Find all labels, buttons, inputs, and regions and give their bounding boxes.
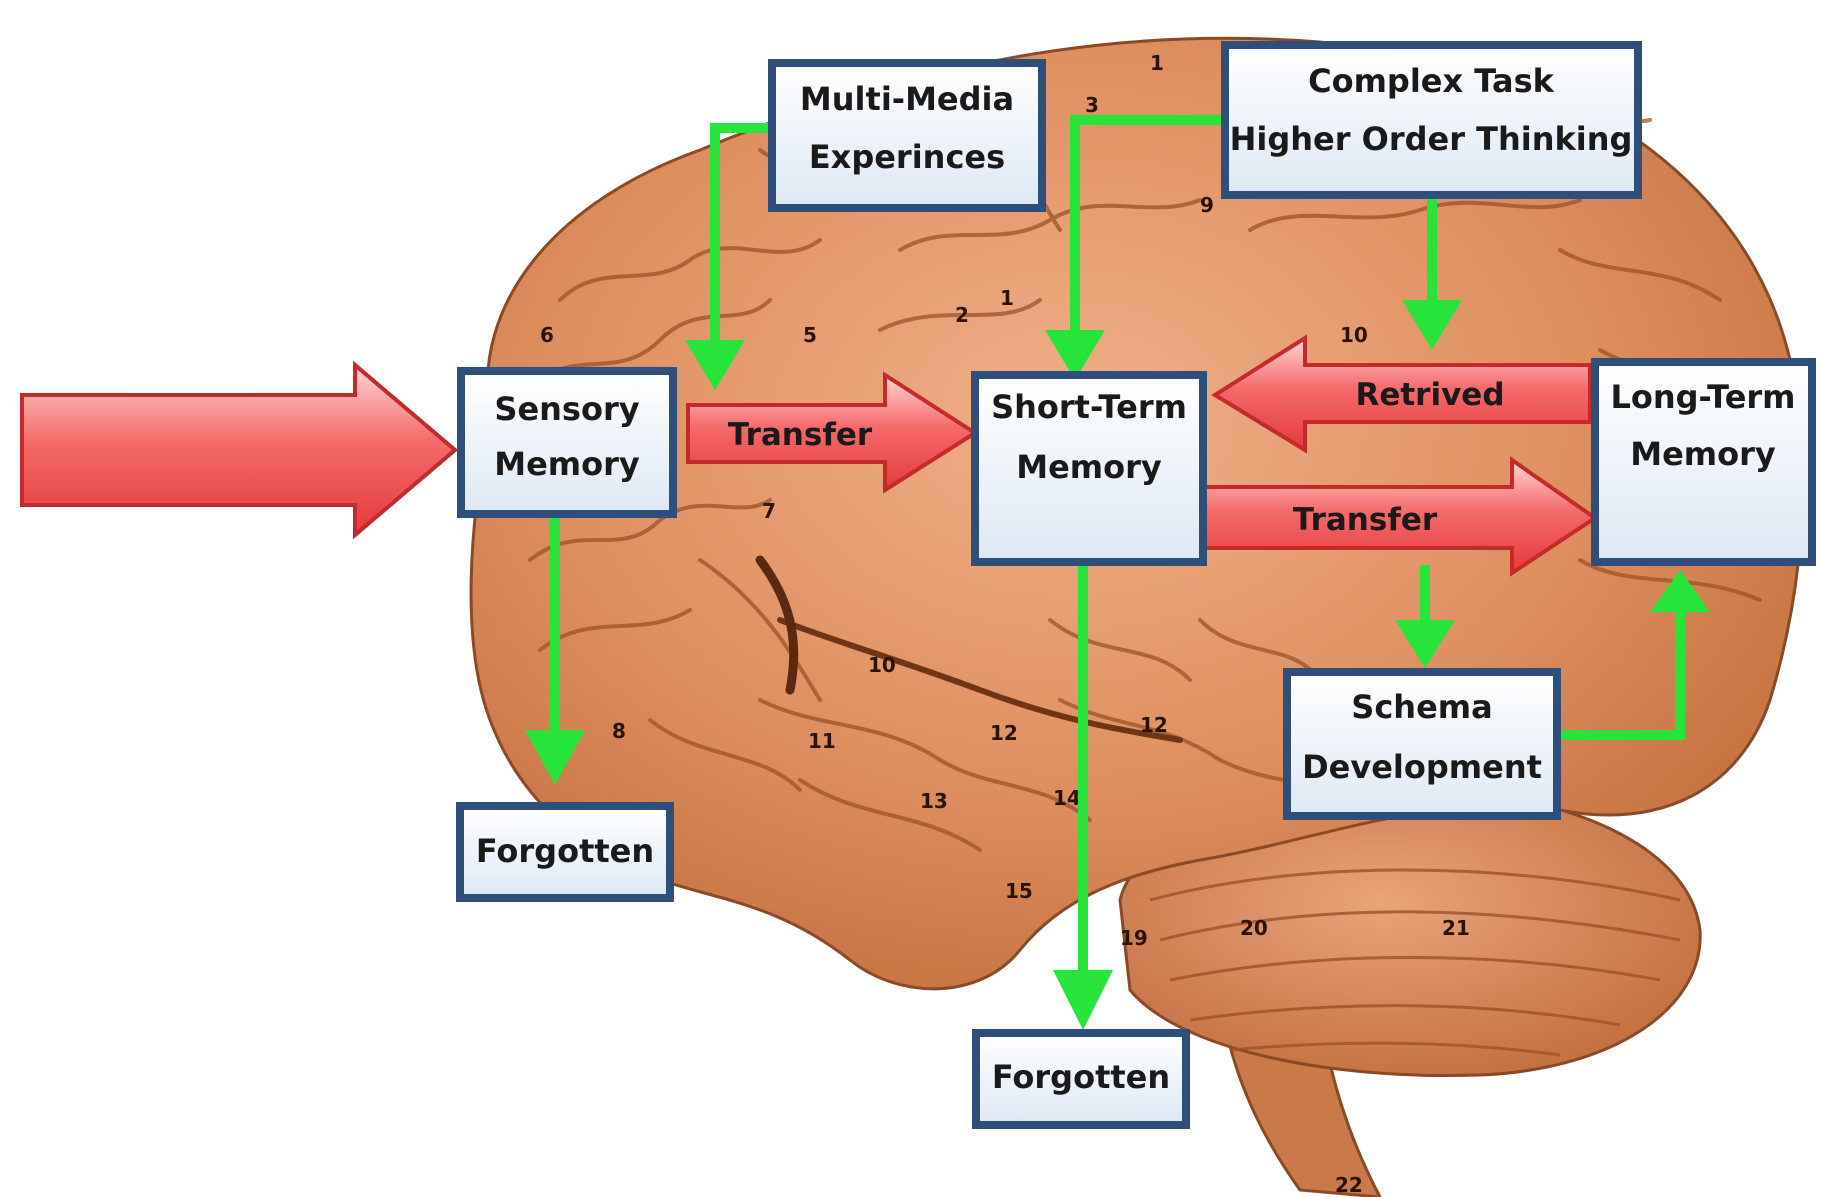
arrow-transfer-short-term-to-long-term: Transfer	[1203, 456, 1599, 577]
arrowhead-forgotten-sensory	[525, 730, 585, 785]
region-number: 9	[1200, 193, 1214, 217]
box-label: Forgotten	[992, 1058, 1170, 1096]
arrow-complex-to-short-term	[1070, 115, 1230, 335]
region-number: 12	[990, 721, 1018, 745]
box-multi-media-experiences: Multi-Media Experinces	[768, 59, 1046, 212]
region-number: 13	[920, 789, 948, 813]
box-short-term-memory: Short-Term Memory	[971, 371, 1207, 566]
arrow-transfer-sensory-to-short-term: Transfer	[686, 371, 979, 494]
region-number: 10	[1340, 323, 1368, 347]
brain-illustration: 1 1 1 2 3 5 6 7 8 9 10 10 11 12 12 13 14…	[469, 36, 1805, 1197]
transfer-label: Transfer	[1293, 502, 1438, 538]
arrowhead-forgotten-short-term	[1053, 970, 1113, 1030]
box-complex-task: Complex Task Higher Order Thinking	[1221, 41, 1642, 199]
arrowhead-schema	[1395, 620, 1455, 668]
region-number: 14	[1053, 786, 1081, 810]
region-number: 20	[1240, 916, 1268, 940]
box-sensory-memory: Sensory Memory	[457, 367, 677, 518]
transfer-label: Transfer	[728, 417, 873, 453]
box-label: Forgotten	[476, 832, 654, 870]
box-label: Development	[1302, 748, 1542, 786]
input-arrow	[20, 360, 459, 540]
lateral-fissure	[777, 617, 1183, 743]
region-number: 7	[762, 499, 776, 523]
region-number: 3	[1085, 93, 1099, 117]
region-number: 19	[1120, 926, 1148, 950]
box-label: Higher Order Thinking	[1230, 120, 1633, 158]
arrowhead-sensory	[685, 340, 745, 390]
green-flow-arrows	[550, 115, 1685, 975]
retrived-label: Retrived	[1355, 377, 1504, 413]
region-number: 22	[1335, 1173, 1363, 1197]
box-label: Short-Term	[991, 388, 1187, 426]
box-label: Memory	[494, 445, 640, 483]
box-long-term-memory: Long-Term Memory	[1591, 358, 1816, 566]
arrowhead-long-term	[1650, 570, 1710, 612]
region-number: 15	[1005, 879, 1033, 903]
region-number: 12	[1140, 713, 1168, 737]
region-number: 11	[808, 729, 836, 753]
box-label: Schema	[1351, 688, 1492, 726]
box-label: Experinces	[809, 138, 1005, 176]
arrowhead-retrived	[1402, 300, 1462, 350]
box-label: Long-Term	[1610, 378, 1795, 416]
arrowhead-short-term	[1045, 330, 1105, 380]
region-number: 2	[955, 303, 969, 327]
region-number: 10	[868, 653, 896, 677]
region-number: 1	[1150, 51, 1164, 75]
green-arrowheads	[525, 300, 1710, 1030]
region-number: 21	[1442, 916, 1470, 940]
arrow-retrived: Retrived	[1211, 334, 1592, 454]
region-number: 1	[1000, 286, 1014, 310]
box-label: Complex Task	[1308, 62, 1555, 100]
box-forgotten-sensory: Forgotten	[456, 802, 674, 902]
arrow-schema-to-long-term	[1560, 605, 1685, 740]
region-number: 8	[612, 719, 626, 743]
box-label: Multi-Media	[800, 80, 1014, 118]
arrow-multimedia-to-sensory	[710, 123, 772, 345]
box-label: Memory	[1630, 435, 1776, 473]
box-label: Memory	[1016, 448, 1162, 486]
box-schema-development: Schema Development	[1283, 668, 1561, 820]
region-number: 5	[803, 323, 817, 347]
region-number: 6	[540, 323, 554, 347]
box-forgotten-short-term: Forgotten	[972, 1029, 1190, 1129]
box-label: Sensory	[494, 390, 639, 428]
